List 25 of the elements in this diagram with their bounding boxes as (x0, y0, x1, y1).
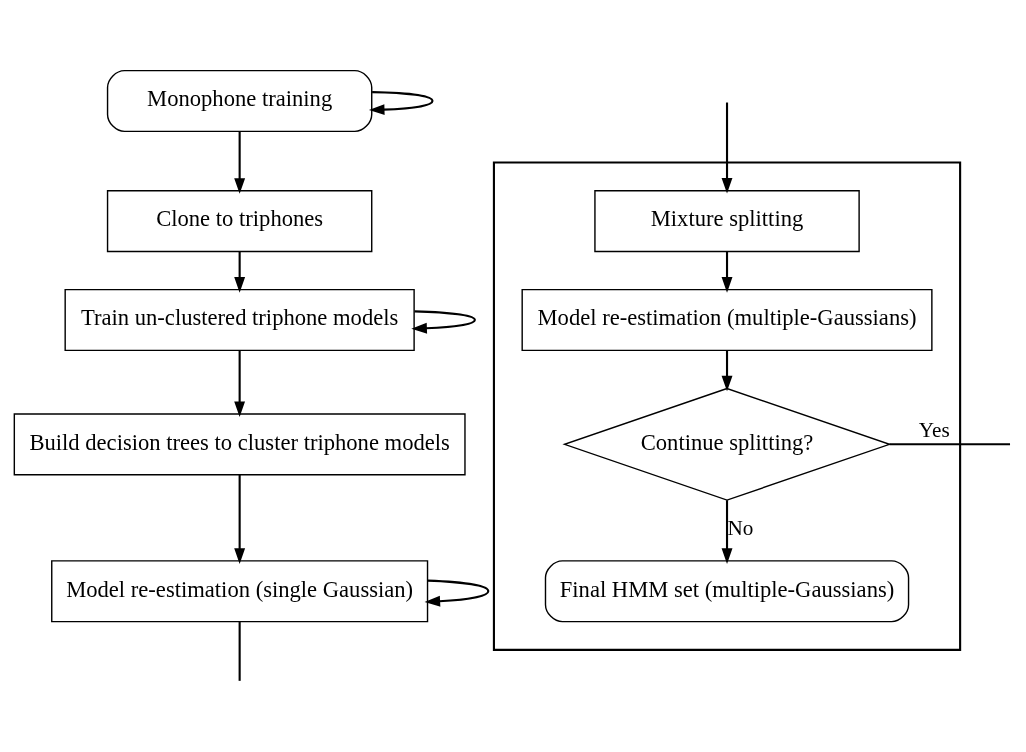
cluster (492, 160, 962, 651)
arrow (368, 90, 434, 115)
arrow (234, 350, 246, 417)
arrow (721, 499, 733, 564)
arrow (234, 474, 246, 564)
node-box: Mixture splitting (594, 189, 860, 252)
arrow (411, 309, 476, 334)
edge-label: No (727, 515, 754, 540)
arrow (234, 130, 246, 194)
edge-label: Yes (918, 417, 950, 442)
connector (889, 442, 1011, 445)
connector (238, 621, 241, 681)
node-box: Model re-estimation (single Gaussian) (51, 559, 429, 622)
node-box: Train un-clustered triphone models (64, 288, 415, 351)
node-diamond: Continue splitting? (562, 387, 892, 501)
node-box: Model re-estimation (multiple-Gaussians) (521, 288, 933, 351)
arrow (721, 251, 733, 293)
arrow (721, 102, 733, 194)
node-box: Final HMM set (multiple-Gaussians) (544, 559, 910, 622)
arrow (234, 251, 246, 293)
arrow (721, 350, 733, 391)
arrow (424, 579, 490, 607)
node-box: Build decision trees to cluster triphone models (13, 412, 466, 475)
node-box: Monophone training (106, 69, 373, 132)
node-box: Clone to triphones (106, 189, 373, 252)
